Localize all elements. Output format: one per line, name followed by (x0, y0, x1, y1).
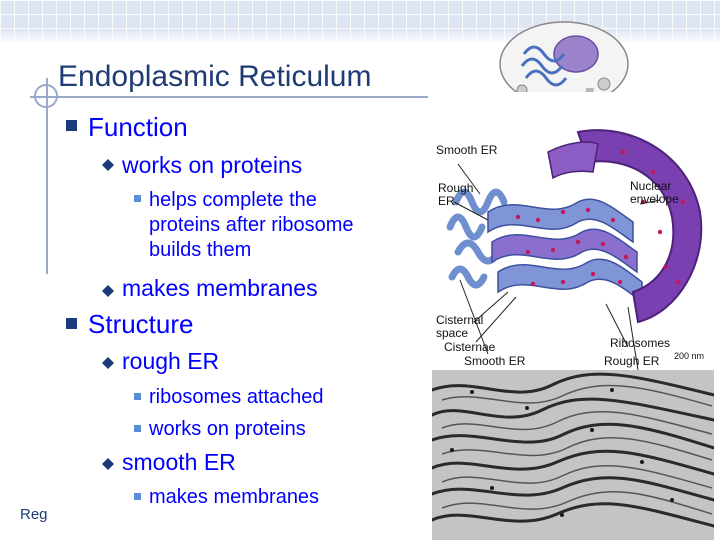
er-diagram: Smooth ER Rough ER Nuclear envelope Cist… (428, 92, 710, 372)
label-rough-er-1: Rough (438, 181, 474, 195)
square-bullet-icon (66, 120, 77, 131)
decor-vertical-line (46, 78, 48, 274)
label-smooth-er-top: Smooth ER (436, 143, 498, 157)
crosshair-circle (34, 84, 58, 108)
bullet-rough-er: rough ER (122, 348, 220, 374)
label-cisternal-1: Cisternal (436, 313, 484, 327)
bullet-helps-complete-2: proteins after ribosome (149, 214, 354, 236)
label-cisternal-2: space (436, 326, 469, 340)
label-smooth-er-bottom: Smooth ER (464, 354, 526, 368)
sub-bullet-icon (134, 425, 141, 432)
micrograph-texture (432, 370, 714, 540)
bullet-helps-complete-1: helps complete the (149, 189, 317, 211)
label-nuclear-1: Nuclear (630, 179, 672, 193)
bullet-structure: Structure (88, 309, 194, 339)
sub-bullet-icon (134, 493, 141, 500)
sub-bullet-icon (134, 195, 141, 202)
bullet-helps-complete-3: builds them (149, 239, 252, 261)
label-ribosomes: Ribosomes (610, 336, 671, 350)
diamond-bullet-icon (102, 357, 114, 369)
bullet-makes-membranes: makes membranes (122, 275, 318, 301)
label-scale: 200 nm (674, 351, 705, 361)
title-underline (30, 96, 470, 98)
slide-title: Endoplasmic Reticulum (58, 60, 372, 93)
sub-bullet-icon (134, 393, 141, 400)
er-illustration (446, 129, 703, 371)
diamond-bullet-icon (102, 458, 114, 470)
diamond-bullet-icon (102, 285, 114, 297)
bullet-works-on-proteins-2: works on proteins (149, 418, 306, 440)
diamond-bullet-icon (102, 159, 114, 171)
label-rough-er-2: ER (438, 194, 455, 208)
electron-micrograph (432, 370, 714, 540)
bullet-works-on-proteins: works on proteins (122, 152, 303, 178)
bullet-function: Function (88, 112, 188, 142)
label-cisternae: Cisternae (444, 340, 496, 354)
footer-text: Reg (20, 506, 48, 523)
bullet-ribosomes-attached: ribosomes attached (149, 386, 324, 408)
label-nuclear-2: envelope (630, 192, 679, 206)
label-rough-er-bottom: Rough ER (604, 354, 660, 368)
square-bullet-icon (66, 318, 77, 329)
bullet-smooth-er: smooth ER (122, 449, 236, 475)
bullet-makes-membranes-2: makes membranes (149, 486, 320, 508)
